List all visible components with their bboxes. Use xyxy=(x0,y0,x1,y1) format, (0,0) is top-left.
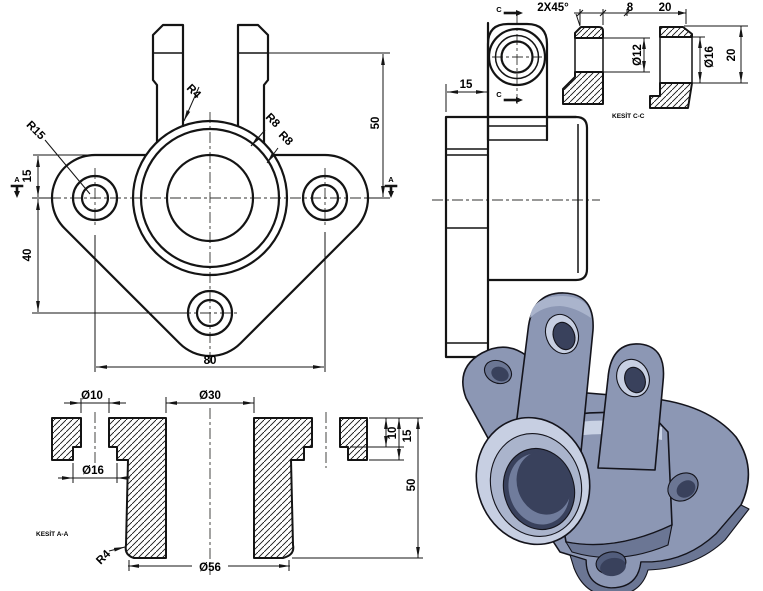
aa-centerlines xyxy=(94,408,327,575)
bolt-holes xyxy=(71,174,349,337)
dim-15-aa: 15 xyxy=(402,429,414,442)
dim-20v-label: 20 xyxy=(726,49,738,62)
boss-chamfer-circle xyxy=(139,127,281,269)
side-dimensions: 15 C C xyxy=(445,5,523,112)
dia16-cc-label: Ø16 xyxy=(704,46,716,68)
iso-hole-bottom xyxy=(600,557,626,577)
clevis-prongs xyxy=(151,23,270,145)
dim-80-horizontal: 80 xyxy=(204,355,217,367)
center-bore-circle xyxy=(165,153,255,243)
dim-50-vertical: 50 xyxy=(370,117,382,130)
cc-detail2-walls xyxy=(659,37,693,83)
dim-10-aa: 10 xyxy=(387,427,399,440)
section-a-mark-left: A xyxy=(10,175,24,198)
section-c-mark-top: C xyxy=(496,5,523,16)
aa-dimensions: Ø10 Ø30 Ø16 Ø56 10 15 50 R4 xyxy=(58,390,423,574)
dim-50-aa: 50 xyxy=(406,479,418,492)
dim-20-label: 20 xyxy=(659,2,672,14)
section-cc-title: KESİT C-C xyxy=(612,112,645,120)
cc-detail1-bottom xyxy=(562,71,604,105)
section-a-mark-right: A xyxy=(384,175,398,198)
cc-detail2-top xyxy=(659,26,693,38)
section-aa-title: KESİT A-A xyxy=(36,530,69,538)
side-flange-lines xyxy=(446,148,488,344)
lug-hole-circle xyxy=(500,40,534,74)
side-lug-outline xyxy=(486,22,578,142)
aa-hatch-right xyxy=(339,417,368,461)
svg-text:A: A xyxy=(388,175,394,184)
cc-dimensions: 2X45° 8 20 Ø12 Ø16 20 xyxy=(537,2,748,84)
dia10-label: Ø10 xyxy=(81,390,103,402)
radius-r15-label: R15 xyxy=(24,119,48,143)
flange-plate-outline xyxy=(50,153,370,358)
iso-ear-left-hole xyxy=(552,321,576,351)
radius-r8a-label: R8 xyxy=(263,111,282,130)
iso-flange-side xyxy=(569,504,750,591)
aa-hatch-midleft xyxy=(108,417,167,559)
iso-hole-right xyxy=(676,480,696,498)
dia30-label: Ø30 xyxy=(199,390,221,402)
front-dimensions: 15 40 50 80 R4 R8 R8 R15 A A xyxy=(10,52,398,372)
dim-8-label: 8 xyxy=(627,2,634,14)
radius-r8b-label: R8 xyxy=(276,129,295,148)
side-view: 15 C C xyxy=(432,5,600,359)
section-cc-view: 2X45° 8 20 Ø12 Ø16 20 KESİT C-C xyxy=(537,2,748,120)
lug-chamfer-circle xyxy=(494,34,540,80)
section-aa-view: Ø10 Ø30 Ø16 Ø56 10 15 50 R4 KE xyxy=(36,390,423,575)
dia56-label: Ø56 xyxy=(199,562,221,574)
svg-text:C: C xyxy=(496,5,502,14)
side-body-outline xyxy=(486,115,589,282)
dia16-aa-label: Ø16 xyxy=(82,465,104,477)
dim-15-side: 15 xyxy=(460,79,473,91)
side-lug-lines xyxy=(488,125,547,141)
radius-r4-label: R4 xyxy=(184,82,203,101)
svg-text:C: C xyxy=(496,90,502,99)
front-view: 15 40 50 80 R4 R8 R8 R15 A A xyxy=(10,23,398,372)
lug-outer-circle xyxy=(487,27,547,87)
iso-view xyxy=(462,292,750,591)
iso-ear-left-cap xyxy=(530,296,591,318)
iso-hole-topleft xyxy=(491,366,509,382)
iso-ear-right-hole xyxy=(624,366,646,394)
dia12-label: Ø12 xyxy=(632,44,644,66)
chamfer-2x45-label: 2X45° xyxy=(537,2,569,14)
aa-hatch-left xyxy=(51,417,82,461)
iso-barrel-underside xyxy=(565,524,673,559)
dim-40-vertical: 40 xyxy=(22,249,34,262)
dim-15-vertical: 15 xyxy=(22,169,34,182)
iso-bore-deep xyxy=(516,451,572,515)
cc-detail1-walls xyxy=(574,38,604,72)
cc-detail1-top xyxy=(574,26,604,39)
svg-text:A: A xyxy=(14,175,20,184)
aa-hatch-midright xyxy=(253,417,313,559)
section-c-mark-bottom: C xyxy=(496,90,523,103)
boss-outer-circle xyxy=(131,119,289,277)
side-flange-outline xyxy=(444,21,490,359)
cc-detail2-bottom xyxy=(649,82,693,109)
